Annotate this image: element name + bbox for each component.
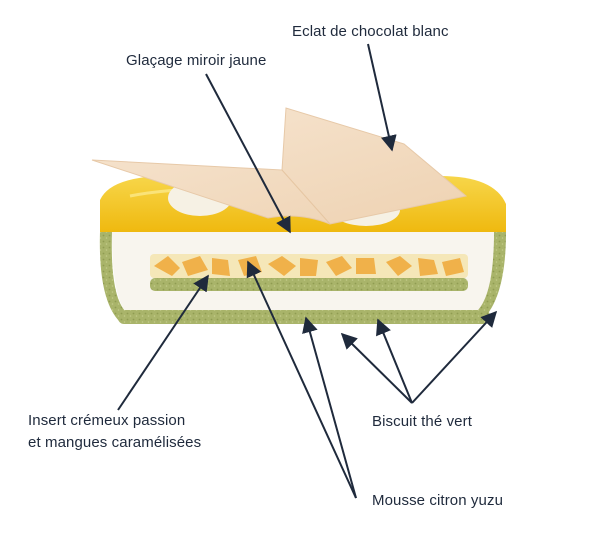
label-mousse-citron-yuzu: Mousse citron yuzu: [372, 492, 504, 509]
arrow-biscuit-2: [340, 332, 413, 404]
label-eclat-chocolat-blanc: Eclat de chocolat blanc: [292, 23, 449, 40]
label-biscuit-the-vert: Biscuit thé vert: [372, 413, 472, 430]
label-insert-cremeux: Insert crémeux passion et mangues caramé…: [28, 410, 201, 454]
label-glacage-miroir: Glaçage miroir jaune: [126, 52, 267, 69]
arrow-glacage: [205, 73, 291, 234]
label-insert-line1: Insert crémeux passion: [28, 412, 186, 429]
callout-arrows: [117, 43, 498, 499]
label-insert-line2: et mangues caramélisées: [28, 434, 202, 451]
arrow-mousse-2: [302, 316, 357, 499]
mango-pieces: [154, 256, 464, 276]
biscuit-layer-bottom: [118, 310, 490, 324]
arrow-biscuit-1: [376, 318, 413, 404]
arrow-mousse-1: [246, 260, 357, 499]
arrow-insert: [117, 274, 209, 411]
arrow-biscuit-3: [411, 310, 498, 404]
biscuit-layer-middle: [150, 278, 468, 291]
cake: [91, 107, 506, 324]
arrow-eclat: [367, 43, 397, 152]
